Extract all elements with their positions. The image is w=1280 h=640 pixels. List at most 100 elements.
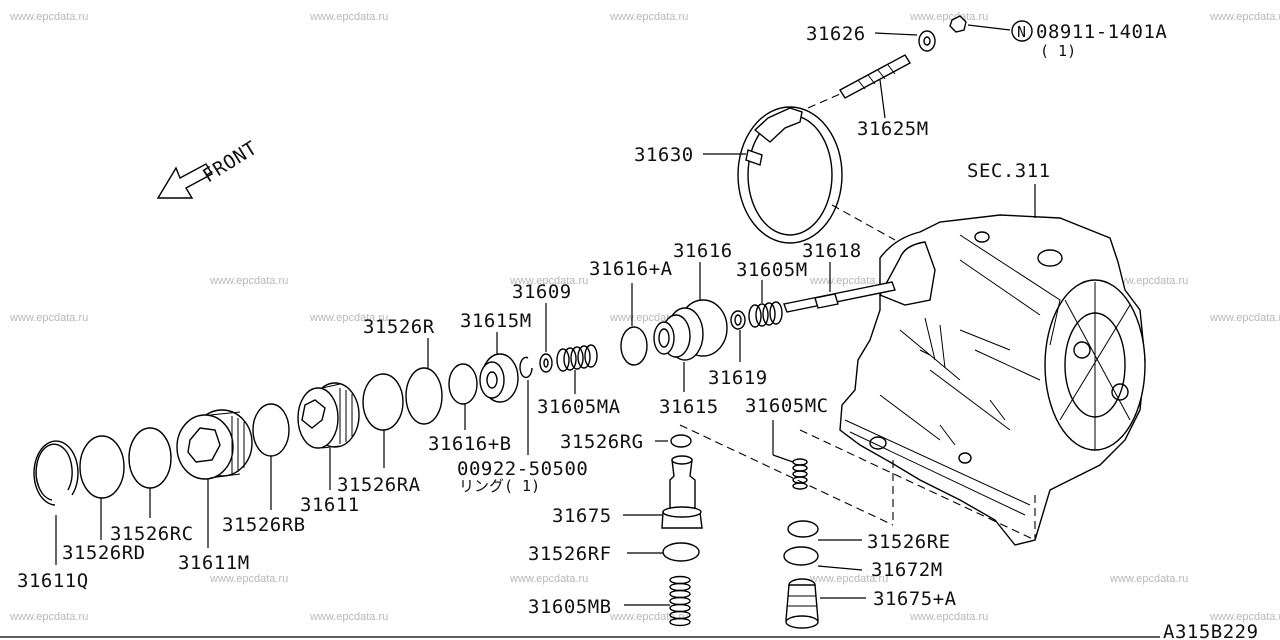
piston-face — [479, 361, 505, 399]
watermark: www.epcdata.ru — [909, 11, 988, 23]
band-strut — [745, 149, 763, 166]
watermark: www.epcdata.ru — [9, 611, 88, 623]
coil — [584, 344, 598, 368]
watermark: www.epcdata.ru — [509, 275, 588, 287]
part-31605MA-spring: 31605MA — [537, 344, 620, 418]
part-31616B-seal: 31616+B — [428, 363, 512, 455]
part-label: 31526RG — [560, 431, 644, 453]
piston-seal — [653, 321, 675, 355]
n-symbol-circle — [1011, 20, 1033, 42]
valve-top — [671, 455, 693, 465]
washer-hole — [923, 36, 931, 46]
watermark: www.epcdata.ru — [9, 11, 88, 23]
piston-hole — [658, 328, 670, 348]
coil — [769, 301, 783, 325]
coil — [669, 617, 691, 627]
part-label: 31526RB — [222, 514, 306, 536]
part-31605MC-spring: 31605MC — [745, 395, 828, 490]
part-31672M: 31672M — [783, 546, 943, 581]
part-31618-rod: 31618 — [783, 240, 896, 313]
part-label: 31605M — [736, 259, 808, 281]
seal — [79, 435, 125, 499]
part-31526R-seal: 31526R — [363, 316, 443, 425]
front-label: FRONT — [199, 137, 261, 187]
case-port — [869, 436, 887, 450]
watermark: www.epcdata.ru — [309, 611, 388, 623]
case-studs — [939, 399, 1006, 446]
drum-edges — [209, 411, 241, 479]
part-31609: 31609 — [512, 281, 571, 373]
coil — [669, 589, 691, 599]
front-arrow: FRONT — [156, 137, 261, 199]
part-label: 31616 — [673, 240, 733, 262]
part-label: 31526RA — [337, 474, 421, 496]
leader — [874, 32, 918, 36]
seal — [783, 546, 819, 566]
coil — [669, 582, 691, 592]
coil — [577, 345, 591, 369]
ring — [539, 353, 553, 373]
coil — [792, 464, 808, 472]
drum-front — [176, 414, 234, 480]
part-label: 31615M — [460, 310, 532, 332]
coil — [570, 346, 584, 370]
ring — [730, 310, 746, 330]
part-label: 31675 — [552, 505, 612, 527]
coil — [755, 303, 769, 327]
watermark: www.epcdata.ru — [209, 573, 288, 585]
coil — [556, 348, 570, 372]
watermarks: www.epcdata.ru www.epcdata.ru www.epcdat… — [9, 11, 1280, 623]
part-label: 31618 — [802, 240, 862, 262]
ring-hole — [734, 314, 742, 326]
leader — [967, 24, 1011, 31]
seal — [405, 367, 443, 425]
valve-flange — [662, 506, 702, 518]
coil — [748, 304, 762, 328]
watermark: www.epcdata.ru — [1209, 11, 1280, 23]
part-31616A-seal: 31616+A — [589, 258, 672, 366]
watermark: www.epcdata.ru — [509, 573, 588, 585]
piston-hole — [486, 371, 498, 389]
nut-part-number: 08911-1401A — [1036, 21, 1167, 43]
part-31611-drum: 31611 — [297, 382, 360, 516]
part-label: 31526RC — [110, 523, 194, 545]
watermark: www.epcdata.ru — [1209, 611, 1280, 623]
part-31630-brake-band: 31630 — [634, 106, 843, 244]
coil — [792, 470, 808, 478]
case-flange — [844, 419, 1031, 516]
part-31626: 31626 — [806, 23, 936, 52]
nut-qty: ( 1) — [1040, 42, 1076, 60]
case-studs — [919, 317, 946, 369]
part-label: 31672M — [871, 559, 943, 581]
transmission-case: SEC.311 — [839, 160, 1146, 546]
dashed-line — [799, 429, 1036, 541]
part-label: 31611 — [300, 494, 360, 516]
coil — [792, 458, 808, 466]
coil — [563, 347, 577, 371]
nut-icon — [949, 15, 967, 33]
valve-grooves — [787, 595, 817, 607]
watermark: www.epcdata.ru — [209, 275, 288, 287]
part-31526RC-seal: 31526RC — [110, 427, 194, 545]
diagram-code: A315B229 — [1163, 621, 1259, 640]
part-00922-50500-ring: 00922-50500 リング( 1) — [457, 356, 588, 495]
part-31611M-drum: 31611M — [176, 409, 253, 574]
o-ring — [670, 434, 692, 448]
part-label: 31619 — [708, 367, 768, 389]
watermark: www.epcdata.ru — [1209, 312, 1280, 324]
watermark: www.epcdata.ru — [609, 11, 688, 23]
rod-collar — [814, 293, 839, 309]
ring-hole — [543, 358, 549, 368]
part-label: 31625M — [857, 118, 929, 140]
drum-edges — [321, 383, 341, 449]
watermark: www.epcdata.ru — [809, 573, 888, 585]
part-31526RF: 31526RF — [528, 542, 700, 565]
drum-grooves — [339, 388, 353, 444]
part-label: 31616+B — [428, 433, 512, 455]
watermark: www.epcdata.ru — [909, 611, 988, 623]
part-label: 31611M — [178, 552, 250, 574]
part-label: 31626 — [806, 23, 866, 45]
front-arrow-icon — [156, 163, 213, 199]
leader — [879, 79, 886, 119]
snap-ring — [33, 440, 79, 506]
